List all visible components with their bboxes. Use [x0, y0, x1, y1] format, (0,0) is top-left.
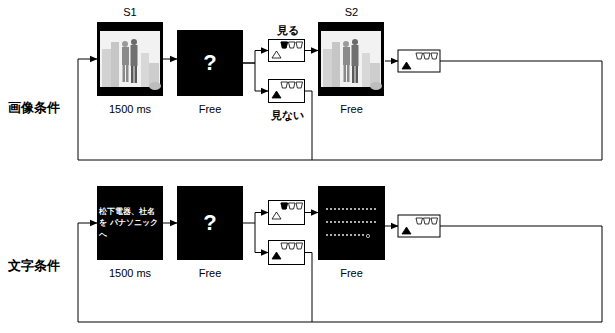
query-mark: ? — [203, 211, 216, 235]
condition-label: 文字条件 — [8, 257, 60, 275]
cups-icon — [269, 241, 305, 265]
flow-arrow — [243, 63, 268, 91]
stimulus-label: S1 — [57, 6, 203, 19]
choice-box: 見ない — [268, 79, 305, 103]
text-screen-box: Free — [318, 186, 385, 260]
flow-arrow — [163, 223, 177, 224]
image-stimulus-box: S2Free — [318, 22, 385, 96]
photo-stimulus — [97, 22, 163, 96]
flow-arrow — [305, 50, 318, 51]
cups-icon — [398, 215, 440, 237]
cups-icon — [398, 50, 440, 72]
cups-icon — [272, 42, 303, 58]
flow-arrow — [243, 51, 268, 64]
duration-label: 1500 ms — [57, 267, 203, 280]
condition-label: 画像条件 — [8, 99, 60, 117]
stimulus-label: S2 — [278, 6, 425, 19]
duration-label: Free — [137, 267, 283, 280]
flow-line — [78, 61, 602, 322]
cups-icon — [272, 82, 303, 98]
duration-label: 1500 ms — [57, 103, 203, 116]
image-stimulus-box: S11500 ms — [97, 22, 163, 96]
headline-text: 松下電器、社名を パナソニックへ — [99, 206, 161, 240]
dotted-text-screen — [318, 186, 385, 260]
photo-stimulus — [318, 22, 384, 96]
choice-label: 見ない — [229, 109, 346, 122]
flow-arrow — [163, 59, 177, 60]
cups-icon — [269, 201, 305, 225]
query-screen: ?Free — [177, 30, 243, 96]
query-mark: ? — [203, 51, 216, 75]
choice-box: 見る — [268, 39, 305, 62]
duration-label: Free — [137, 103, 283, 116]
query-screen: ?Free — [177, 186, 243, 260]
duration-label: Free — [278, 103, 425, 116]
text-stimulus-box: 松下電器、社名を パナソニックへ1500 ms — [97, 186, 163, 260]
duration-label: Free — [278, 267, 425, 280]
choice-label: 見る — [229, 24, 346, 37]
